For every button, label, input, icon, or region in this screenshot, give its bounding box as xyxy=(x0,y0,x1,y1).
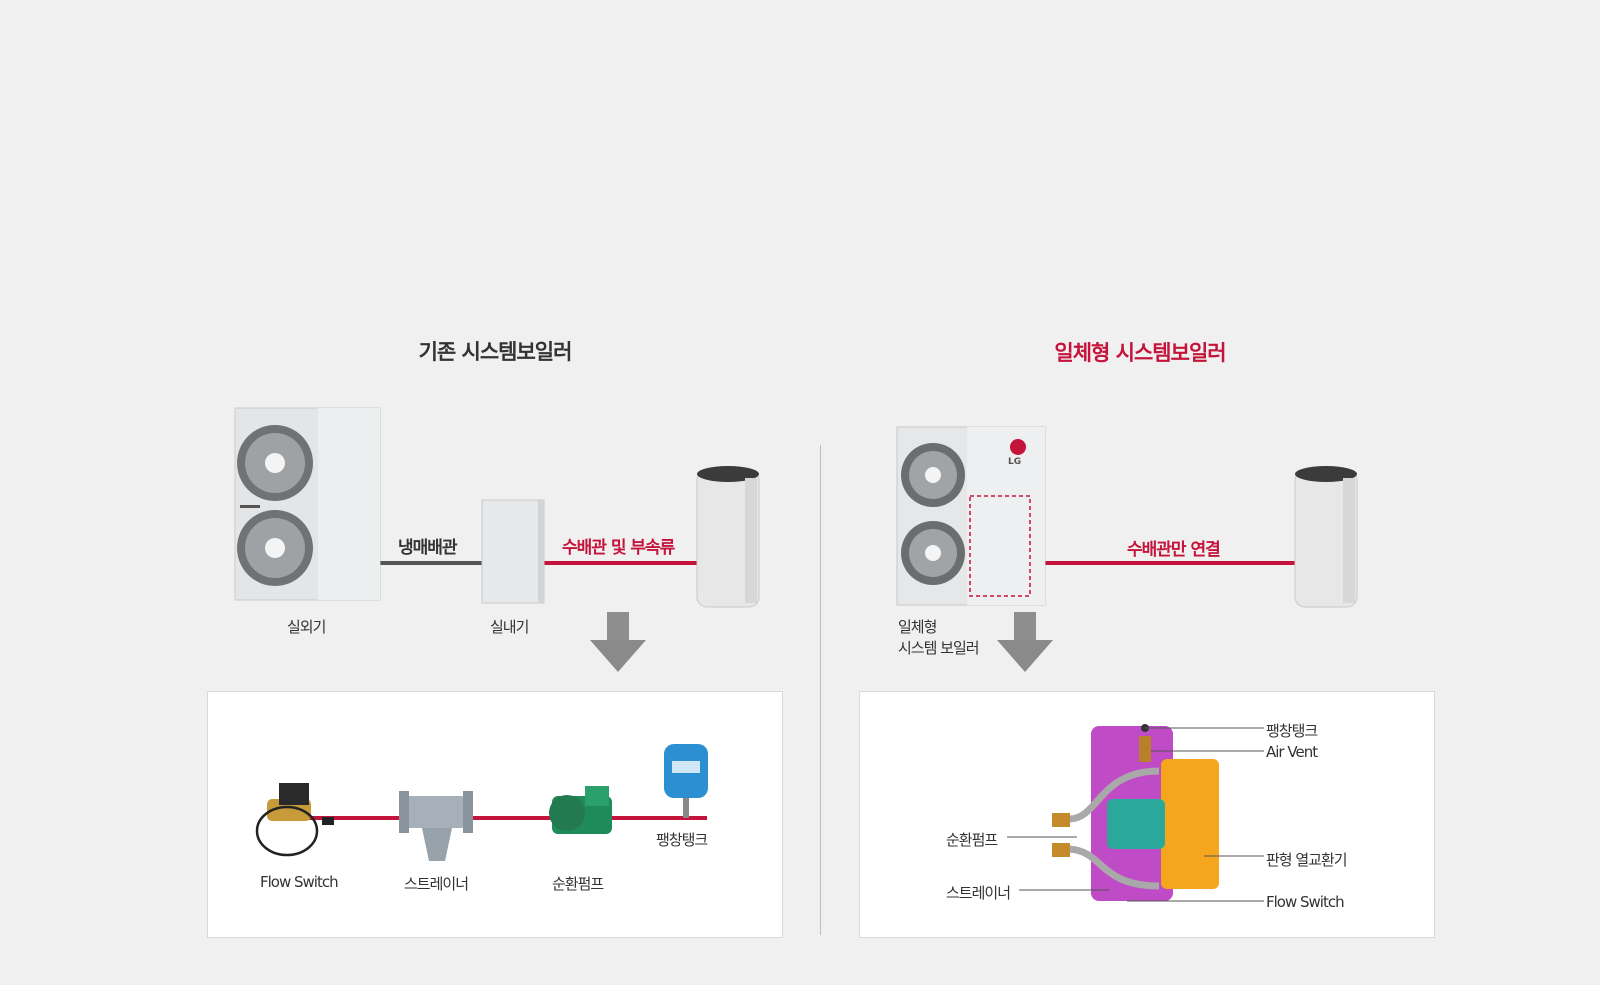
air-vent-label: Air Vent xyxy=(1266,743,1318,761)
water-pipe-right xyxy=(1045,561,1295,565)
internal-pump-image xyxy=(1107,799,1165,849)
integrated-strainer-label: 스트레이너 xyxy=(946,884,1011,902)
flow-switch-label: Flow Switch xyxy=(260,873,339,891)
water-pipe-only-label: 수배관만 연결 xyxy=(1127,540,1221,560)
section-divider xyxy=(820,445,821,935)
lg-logo-icon xyxy=(1010,439,1026,455)
integrated-unit-label-line2: 시스템 보일러 xyxy=(898,639,980,657)
water-tank-left-image xyxy=(696,466,760,608)
outdoor-unit-label: 실외기 xyxy=(287,618,326,636)
circulation-pump-label: 순환펌프 xyxy=(552,875,604,893)
integrated-system-title: 일체형 시스템보일러 xyxy=(1054,341,1226,365)
conventional-components-graphics xyxy=(255,744,708,861)
conventional-system-title: 기존 시스템보일러 xyxy=(418,340,573,364)
indoor-unit-image xyxy=(481,499,545,604)
integrated-pump-label: 순환펌프 xyxy=(946,831,998,849)
integrated-unit-label-line1: 일체형 xyxy=(898,618,937,636)
expansion-tank-image xyxy=(664,744,708,818)
lg-logo-text: LG xyxy=(1008,457,1022,467)
integrated-expansion-tank-label: 팽창탱크 xyxy=(1266,722,1318,740)
down-arrow-right-icon xyxy=(997,612,1053,672)
expansion-tank-label: 팽창탱크 xyxy=(656,831,708,849)
integrated-flow-switch-label: Flow Switch xyxy=(1266,893,1345,911)
integrated-components-graphics xyxy=(1007,724,1264,902)
outdoor-unit-image xyxy=(234,407,381,601)
water-pipe-left xyxy=(542,561,700,565)
plate-heat-exchanger-image xyxy=(1161,759,1219,889)
plate-heat-exchanger-label: 판형 열교환기 xyxy=(1266,851,1348,869)
air-vent-image xyxy=(1139,736,1151,762)
strainer-label: 스트레이너 xyxy=(404,875,469,893)
circulation-pump-image xyxy=(549,786,612,834)
refrigerant-pipe xyxy=(378,561,483,565)
components-pipe xyxy=(287,816,707,820)
down-arrow-left-icon xyxy=(590,612,646,672)
flow-switch-image xyxy=(255,783,334,857)
indoor-unit-label: 실내기 xyxy=(490,618,529,636)
water-pipe-accessories-label: 수배관 및 부속류 xyxy=(562,538,675,558)
strainer-image xyxy=(399,791,473,861)
water-tank-right-image xyxy=(1294,466,1358,608)
integrated-unit-image xyxy=(896,426,1046,606)
refrigerant-pipe-label: 냉매배관 xyxy=(398,538,458,558)
